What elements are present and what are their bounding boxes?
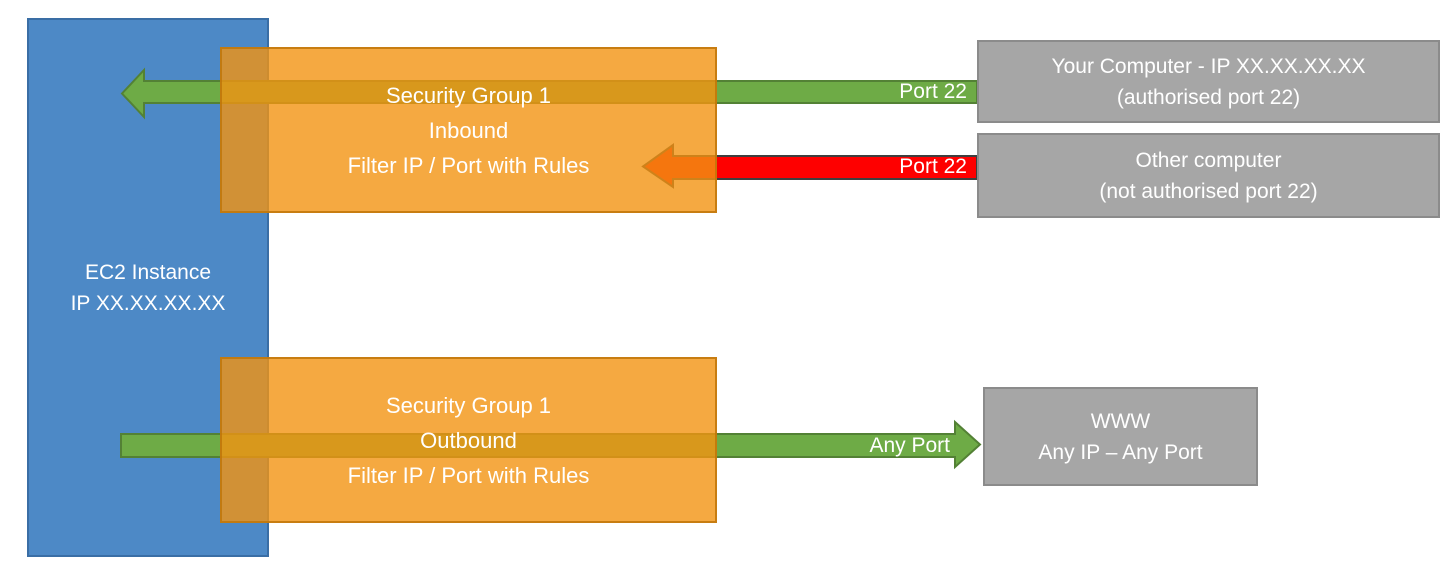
security-group-inbound-title: Security Group 1 bbox=[385, 82, 552, 108]
security-group-outbound-direction: Outbound bbox=[420, 427, 517, 453]
ec2-instance-name: EC2 Instance bbox=[84, 260, 212, 284]
security-group-outbound-title: Security Group 1 bbox=[385, 392, 552, 418]
www-title: WWW bbox=[1090, 409, 1151, 433]
your-computer-title: Your Computer - IP XX.XX.XX.XX bbox=[1051, 54, 1366, 78]
inbound-allowed-port-label: Port 22 bbox=[899, 80, 967, 103]
security-group-inbound-direction: Inbound bbox=[428, 117, 509, 143]
security-group-inbound-description: Filter IP / Port with Rules bbox=[347, 152, 590, 178]
other-computer-subtitle: (not authorised port 22) bbox=[1099, 179, 1318, 203]
security-group-outbound-description: Filter IP / Port with Rules bbox=[347, 462, 590, 488]
other-computer-title: Other computer bbox=[1135, 148, 1282, 172]
security-group-outbound-box: Security Group 1 Outbound Filter IP / Po… bbox=[220, 357, 717, 523]
outbound-port-label: Any Port bbox=[869, 434, 950, 457]
www-subtitle: Any IP – Any Port bbox=[1038, 440, 1203, 464]
your-computer-subtitle: (authorised port 22) bbox=[1116, 85, 1301, 109]
security-group-inbound-box: Security Group 1 Inbound Filter IP / Por… bbox=[220, 47, 717, 213]
your-computer-box: Your Computer - IP XX.XX.XX.XX (authoris… bbox=[977, 40, 1440, 123]
other-computer-box: Other computer (not authorised port 22) bbox=[977, 133, 1440, 218]
www-box: WWW Any IP – Any Port bbox=[983, 387, 1258, 486]
ec2-instance-ip: IP XX.XX.XX.XX bbox=[70, 291, 226, 315]
inbound-blocked-port-label: Port 22 bbox=[899, 155, 967, 178]
